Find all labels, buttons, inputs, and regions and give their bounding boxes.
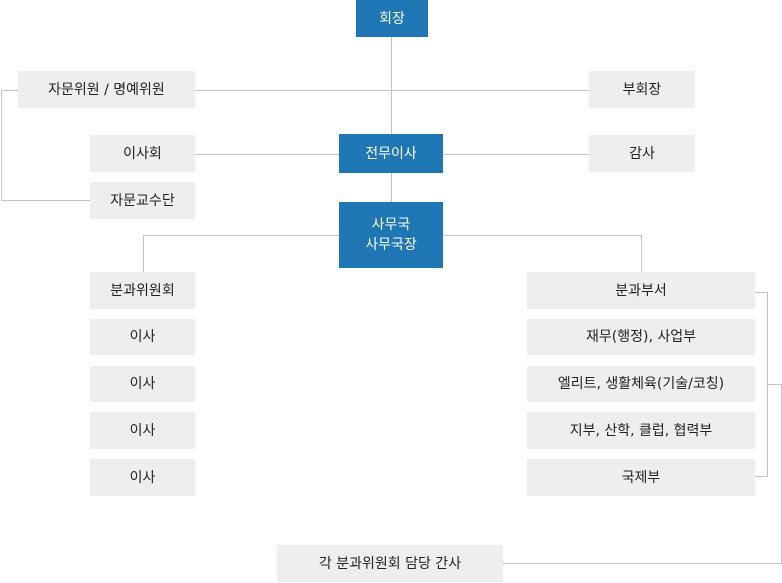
elite-sports-box: 엘리트, 생활체육(기술/코칭): [527, 366, 755, 402]
director-box-2: 이사: [90, 366, 195, 402]
executive-director-box: 전무이사: [339, 134, 443, 173]
director-box-1: 이사: [90, 319, 195, 355]
advisory-professors-box: 자문교수단: [90, 182, 195, 219]
auditor-box: 감사: [589, 135, 695, 172]
secretary-general-label: 사무국장: [365, 237, 417, 253]
subcommittee-secretary-box: 각 분과위원회 담당 간사: [277, 545, 503, 582]
secretariat-box: 사무국 사무국장: [339, 202, 443, 268]
international-box: 국제부: [527, 459, 755, 496]
advisory-members-box: 자문위원 / 명예위원: [18, 71, 195, 108]
subdivision-departments-box: 분과부서: [527, 272, 755, 309]
finance-business-box: 재무(행정), 사업부: [527, 319, 755, 355]
vice-chairman-box: 부회장: [589, 71, 695, 108]
secretariat-label: 사무국: [371, 217, 411, 233]
chairman-box: 회장: [356, 0, 428, 37]
board-box: 이사회: [90, 135, 195, 172]
director-box-4: 이사: [90, 459, 195, 496]
director-box-3: 이사: [90, 412, 195, 449]
branch-cooperation-box: 지부, 산학, 클럽, 협력부: [527, 412, 755, 449]
subcommittee-box: 분과위원회: [90, 272, 195, 309]
